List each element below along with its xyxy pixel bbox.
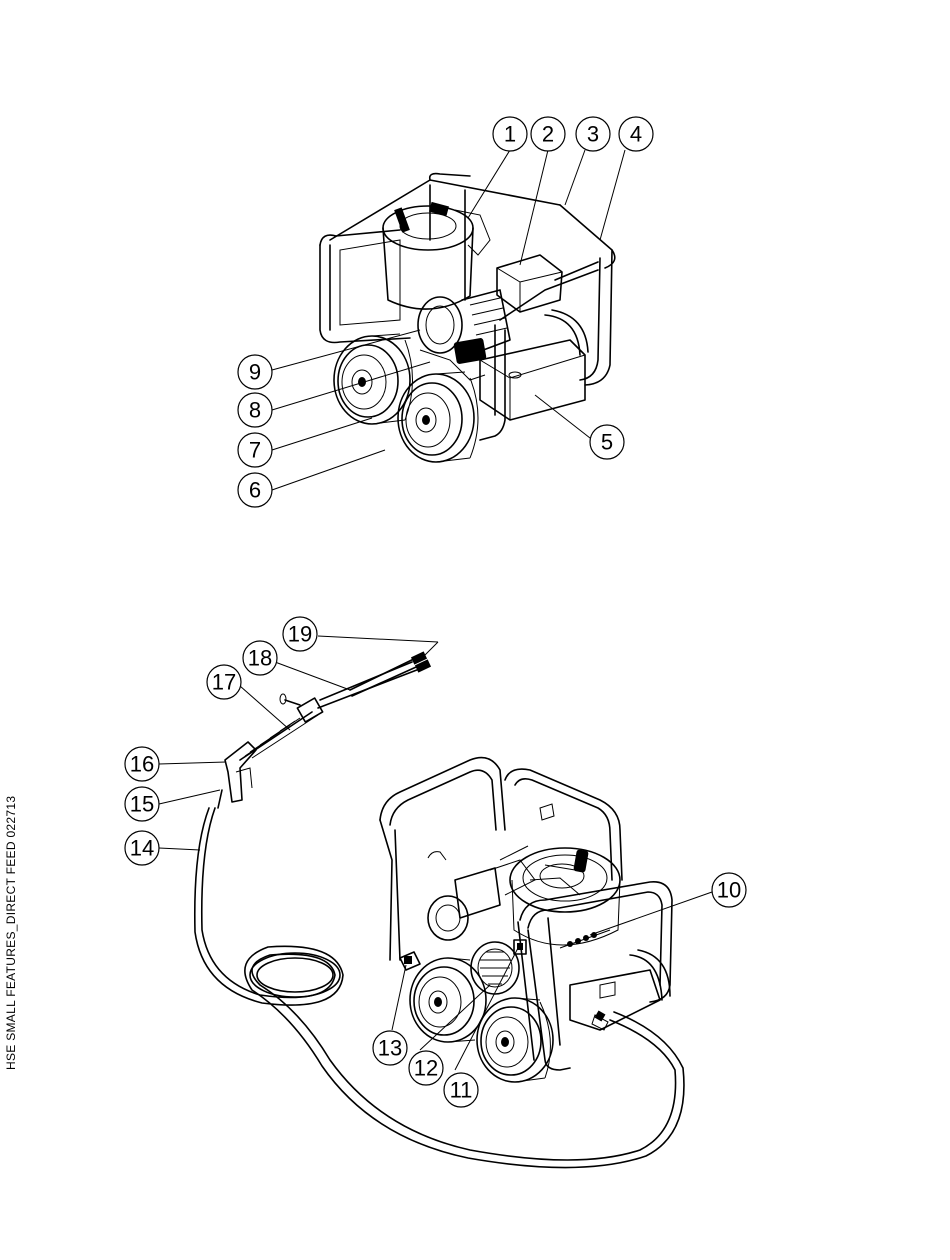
callout-18-label: 18 <box>248 646 272 671</box>
callout-11: 11 <box>444 1073 478 1107</box>
callout-16: 16 <box>125 747 159 781</box>
callout-11-label: 11 <box>450 1078 473 1103</box>
pressure-washer-top-view <box>320 174 615 462</box>
callout-4-label: 4 <box>630 122 642 147</box>
callout-15: 15 <box>125 787 159 821</box>
callout-16-label: 16 <box>130 752 154 777</box>
callout-13-label: 13 <box>378 1036 402 1061</box>
callout-6: 6 <box>238 473 272 507</box>
leader-lines-top <box>272 150 625 490</box>
callout-12-label: 12 <box>414 1056 438 1081</box>
drawing-side-label: HSE SMALL FEATURES_DIRECT FEED 022713 <box>4 796 18 1070</box>
callout-12: 12 <box>409 1051 443 1085</box>
callout-17: 17 <box>207 665 241 699</box>
callout-3-label: 3 <box>587 122 599 147</box>
callout-7-label: 7 <box>249 438 261 463</box>
callout-1: 1 <box>493 117 527 151</box>
callout-2-label: 2 <box>542 122 554 147</box>
callout-19-label: 19 <box>288 622 312 647</box>
callout-7: 7 <box>238 433 272 467</box>
callout-17-label: 17 <box>212 670 236 695</box>
callout-4: 4 <box>619 117 653 151</box>
callout-14: 14 <box>125 831 159 865</box>
callout-9: 9 <box>238 355 272 389</box>
callout-5-label: 5 <box>601 430 613 455</box>
callout-6-label: 6 <box>249 478 261 503</box>
callout-19: 19 <box>283 617 317 651</box>
callout-3: 3 <box>576 117 610 151</box>
callout-9-label: 9 <box>249 360 261 385</box>
callout-2: 2 <box>531 117 565 151</box>
callout-14-label: 14 <box>130 836 154 861</box>
callout-8: 8 <box>238 393 272 427</box>
callout-8-label: 8 <box>249 398 261 423</box>
callout-18: 18 <box>243 641 277 675</box>
callout-5: 5 <box>590 425 624 459</box>
pressure-washer-bottom-view <box>380 758 672 1082</box>
callout-15-label: 15 <box>130 792 154 817</box>
callout-1-label: 1 <box>504 122 516 147</box>
callout-13: 13 <box>373 1031 407 1065</box>
callout-10-label: 10 <box>717 878 741 903</box>
callout-10: 10 <box>712 873 746 907</box>
